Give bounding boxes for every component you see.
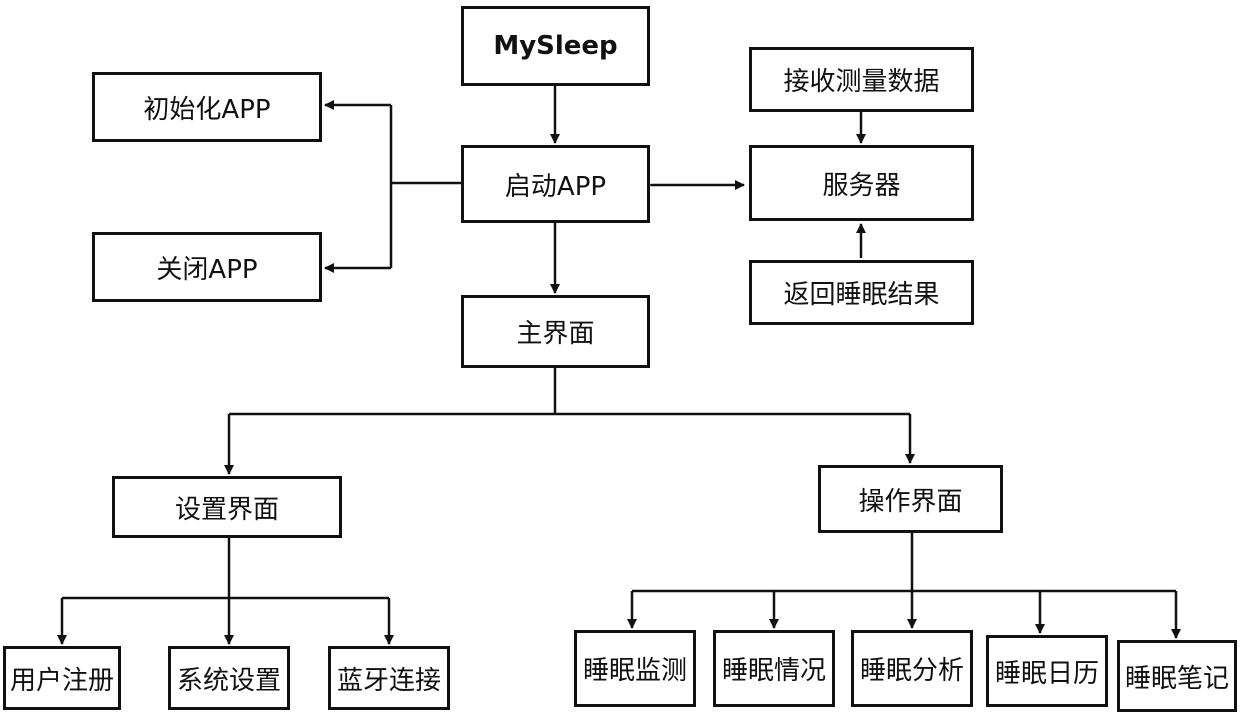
node-settings-ui: 设置界面 xyxy=(112,476,342,538)
node-receive-data: 接收测量数据 xyxy=(749,47,974,112)
node-server: 服务器 xyxy=(749,145,974,221)
node-sleep-calendar: 睡眠日历 xyxy=(986,635,1108,707)
node-sleep-monitor: 睡眠监测 xyxy=(574,630,696,707)
node-init-app: 初始化APP xyxy=(92,72,322,142)
node-operation-ui: 操作界面 xyxy=(818,465,1003,533)
node-close-app: 关闭APP xyxy=(92,232,322,302)
node-sleep-notes: 睡眠笔记 xyxy=(1117,640,1237,712)
node-bluetooth: 蓝牙连接 xyxy=(328,646,450,710)
node-start-app: 启动APP xyxy=(461,145,650,223)
node-mysleep: MySleep xyxy=(461,6,650,86)
node-user-register: 用户注册 xyxy=(3,646,121,710)
node-system-settings: 系统设置 xyxy=(168,646,290,710)
node-main-ui: 主界面 xyxy=(461,295,650,368)
node-return-result: 返回睡眠结果 xyxy=(749,260,974,325)
node-sleep-status: 睡眠情况 xyxy=(713,630,835,707)
node-sleep-analysis: 睡眠分析 xyxy=(851,630,973,707)
